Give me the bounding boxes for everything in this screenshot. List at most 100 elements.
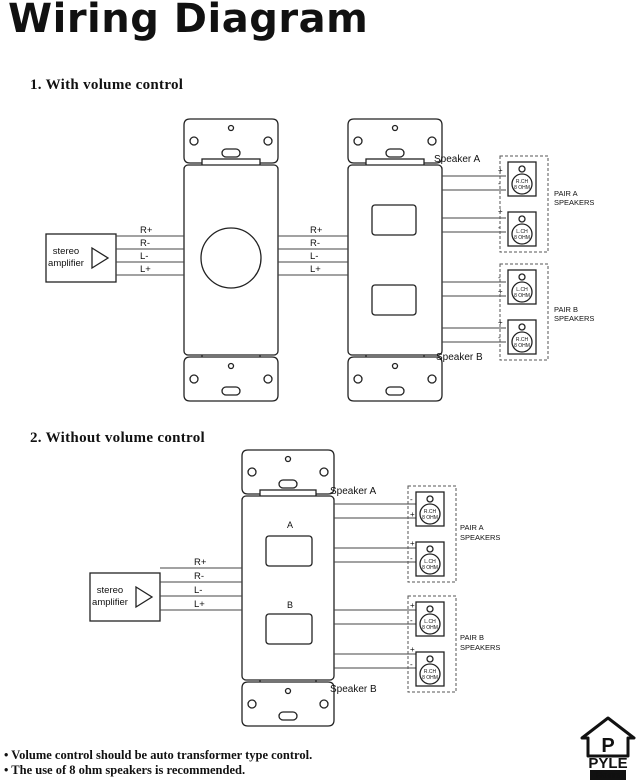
screw-hole-icon: [391, 124, 399, 132]
polarity-plus: +: [410, 539, 415, 548]
speaker-plate-1-bottom-tab-outline: [347, 356, 443, 402]
speaker-tweeter-icon: [518, 323, 526, 331]
polarity-minus: -: [410, 616, 413, 625]
speaker-plate-2-bottom-tab-outline: [241, 681, 335, 727]
logo-home: Home: [595, 770, 620, 780]
screw-hole-icon: [263, 374, 273, 384]
volume-to-plate-wire-label: L+: [310, 264, 321, 275]
pair-b-2-speaker-1-channel: L.CH: [424, 619, 436, 625]
volume-knob-icon: [200, 227, 262, 289]
screw-hole-icon: [353, 374, 363, 384]
speaker-tweeter-icon: [426, 655, 434, 663]
pair-b-speakers-label: SPEAKERS: [554, 314, 594, 323]
speaker-jack-b: [371, 284, 417, 316]
amplifier-1-label-2: amplifier: [48, 258, 84, 269]
mount-slot: [385, 386, 405, 396]
volume-control-plate-top-tab-outline: [183, 118, 279, 164]
amplifier-2-label-1: stereo: [97, 585, 123, 596]
speaker-tweeter-icon: [518, 165, 526, 173]
screw-hole-icon: [189, 374, 199, 384]
pair-a-2-speaker-1-channel: R.CH: [424, 509, 437, 515]
speaker-tweeter-icon: [426, 545, 434, 553]
amp-to-volume-wire-label: R-: [140, 238, 150, 249]
speaker-jack-a: [371, 204, 417, 236]
amplifier-triangle-icon: [91, 246, 110, 270]
speaker-tweeter-icon: [426, 495, 434, 503]
amplifier-2-label-2: amplifier: [92, 597, 128, 608]
screw-hole-icon: [353, 136, 363, 146]
pair-b-1-speaker-1-channel: L.CH: [516, 287, 528, 293]
pair-b-2-speaker-2-channel: R.CH: [424, 669, 437, 675]
screw-hole-icon: [227, 124, 235, 132]
section-1-title: 1. With volume control: [30, 77, 184, 93]
screw-hole-icon: [427, 374, 437, 384]
volume-control-plate-bottom-tab-outline: [183, 356, 279, 402]
polarity-plus: +: [410, 601, 415, 610]
speaker-a-label-2: Speaker A: [330, 486, 376, 497]
polarity-plus: +: [498, 166, 503, 175]
polarity-minus: -: [498, 333, 501, 342]
amplifier-triangle-icon: [135, 585, 154, 609]
logo-brand: PYLE: [588, 755, 627, 772]
polarity-plus: +: [498, 318, 503, 327]
pair-a-2-speaker-1-impedance: 8 OHM: [422, 515, 438, 521]
pair-a-1-speaker-2-channel: L.CH: [516, 229, 528, 235]
pair-a-label: PAIR A: [554, 189, 578, 198]
volume-control-plate-bottom-tab: [183, 356, 279, 402]
speaker-plate-1-bottom-tab: [347, 356, 443, 402]
amp-to-plate-wire-label: R+: [194, 557, 207, 568]
pair-b-1-speaker-2-impedance: 8 OHM: [514, 343, 530, 349]
pair-a-label: PAIR A: [460, 523, 484, 532]
jack-a-label: A: [287, 520, 293, 530]
speaker-cone-icon: [511, 281, 533, 303]
logo-letter: P: [601, 735, 614, 757]
pair-b-1-speaker-1-impedance: 8 OHM: [514, 293, 530, 299]
speaker-b-label-2: Speaker B: [330, 684, 377, 695]
pair-a-1-speaker-1-channel: R.CH: [516, 179, 529, 185]
page-title: Wiring Diagram: [8, 0, 369, 42]
polarity-minus: -: [410, 660, 413, 669]
pair-b-1-speaker-2-channel: R.CH: [516, 337, 529, 343]
screw-hole-icon: [247, 467, 257, 477]
pair-b-2-dashed-box: [407, 595, 457, 693]
speaker-tweeter-icon: [518, 273, 526, 281]
amp-to-plate-wire-label: R-: [194, 571, 204, 582]
polarity-plus: +: [410, 645, 415, 654]
amp-to-plate-wire-label: L+: [194, 599, 205, 610]
polarity-minus: -: [498, 273, 501, 282]
pair-a-1-speaker-1-impedance: 8 OHM: [514, 185, 530, 191]
speaker-cone-icon: [419, 553, 441, 575]
speaker-tweeter-icon: [426, 605, 434, 613]
screw-hole-icon: [427, 136, 437, 146]
pair-b-2-speaker-1-impedance: 8 OHM: [422, 625, 438, 631]
speaker-cone-icon: [419, 503, 441, 525]
pair-b-2-speaker-2-impedance: 8 OHM: [422, 675, 438, 681]
pair-b-label: PAIR B: [460, 633, 484, 642]
pair-a-2-speaker-2-channel: L.CH: [424, 559, 436, 565]
screw-hole-icon: [319, 467, 329, 477]
amp-to-plate-wire-label: L-: [194, 585, 202, 596]
speaker-cone-icon: [511, 173, 533, 195]
pair-a-speakers-label: SPEAKERS: [554, 198, 594, 207]
mount-slot: [221, 386, 241, 396]
section-2-title: 2. Without volume control: [30, 430, 206, 446]
screw-hole-icon: [284, 455, 292, 463]
screw-hole-icon: [319, 699, 329, 709]
amp-to-volume-wire-label: R+: [140, 225, 153, 236]
pair-b-speakers-label: SPEAKERS: [460, 643, 500, 652]
volume-to-plate-wire-label: R-: [310, 238, 320, 249]
speaker-a-label-1: Speaker A: [434, 154, 480, 165]
pair-a-2-dashed-box: [407, 485, 457, 583]
note-8-ohm: • The use of 8 ohm speakers is recommend…: [4, 763, 246, 777]
polarity-minus: -: [410, 495, 413, 504]
screw-hole-icon: [391, 362, 399, 370]
screw-hole-icon: [247, 699, 257, 709]
volume-to-plate-wire-label: R+: [310, 225, 323, 236]
speaker-cone-icon: [511, 223, 533, 245]
speaker-cone-icon: [419, 663, 441, 685]
speaker-cone-icon: [419, 613, 441, 635]
pair-a-2-speaker-2-impedance: 8 OHM: [422, 565, 438, 571]
pair-b-label: PAIR B: [554, 305, 578, 314]
pair-b-1-dashed-box: [499, 263, 549, 361]
